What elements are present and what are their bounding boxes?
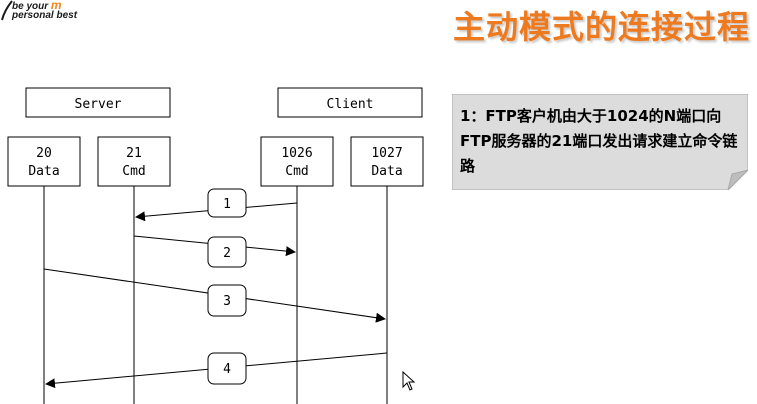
logo-line2: personal best: [12, 10, 78, 21]
port-21-role: Cmd: [122, 164, 145, 179]
server-label: Server: [75, 97, 122, 112]
step-2-label: 2: [223, 246, 231, 261]
port-1026-role: Cmd: [285, 164, 308, 179]
step-1-label: 1: [223, 197, 231, 212]
client-box: [277, 87, 423, 118]
step-2-badge: [207, 236, 247, 268]
step-1-badge: [207, 188, 247, 218]
logo-swoosh-icon: [1, 0, 13, 21]
port-1027-box: [350, 136, 424, 187]
port-1027-role: Data: [371, 164, 402, 179]
port-20-box: [7, 136, 81, 187]
port-20-number: 20: [36, 146, 52, 161]
port-1026-box: [260, 136, 334, 187]
note-background: [452, 94, 748, 190]
logo-line1: be your m: [12, 0, 62, 12]
port-20-role: Data: [28, 164, 59, 179]
client-label: Client: [327, 97, 374, 112]
port-21-number: 21: [126, 146, 142, 161]
logo-line1-accent: m: [50, 0, 62, 12]
mouse-pointer-icon: [402, 371, 416, 391]
port-21-box: [97, 136, 171, 187]
note-text: 1：FTP客户机由大于1024的N端口向FTP服务器的21端口发出请求建立命令链…: [460, 107, 738, 175]
step-4-label: 4: [223, 362, 231, 377]
step-3-badge: [207, 284, 247, 317]
logo: be your m personal best: [0, 0, 130, 22]
server-box: [25, 87, 171, 118]
step-3-label: 3: [223, 294, 231, 309]
step-4-badge: [207, 352, 247, 385]
port-1026-number: 1026: [281, 146, 312, 161]
explanation-note: 1：FTP客户机由大于1024的N端口向FTP服务器的21端口发出请求建立命令链…: [452, 94, 748, 190]
port-1027-number: 1027: [371, 146, 402, 161]
logo-line1-prefix: be your: [12, 1, 51, 12]
page-title: 主动模式的连接过程: [452, 8, 750, 46]
